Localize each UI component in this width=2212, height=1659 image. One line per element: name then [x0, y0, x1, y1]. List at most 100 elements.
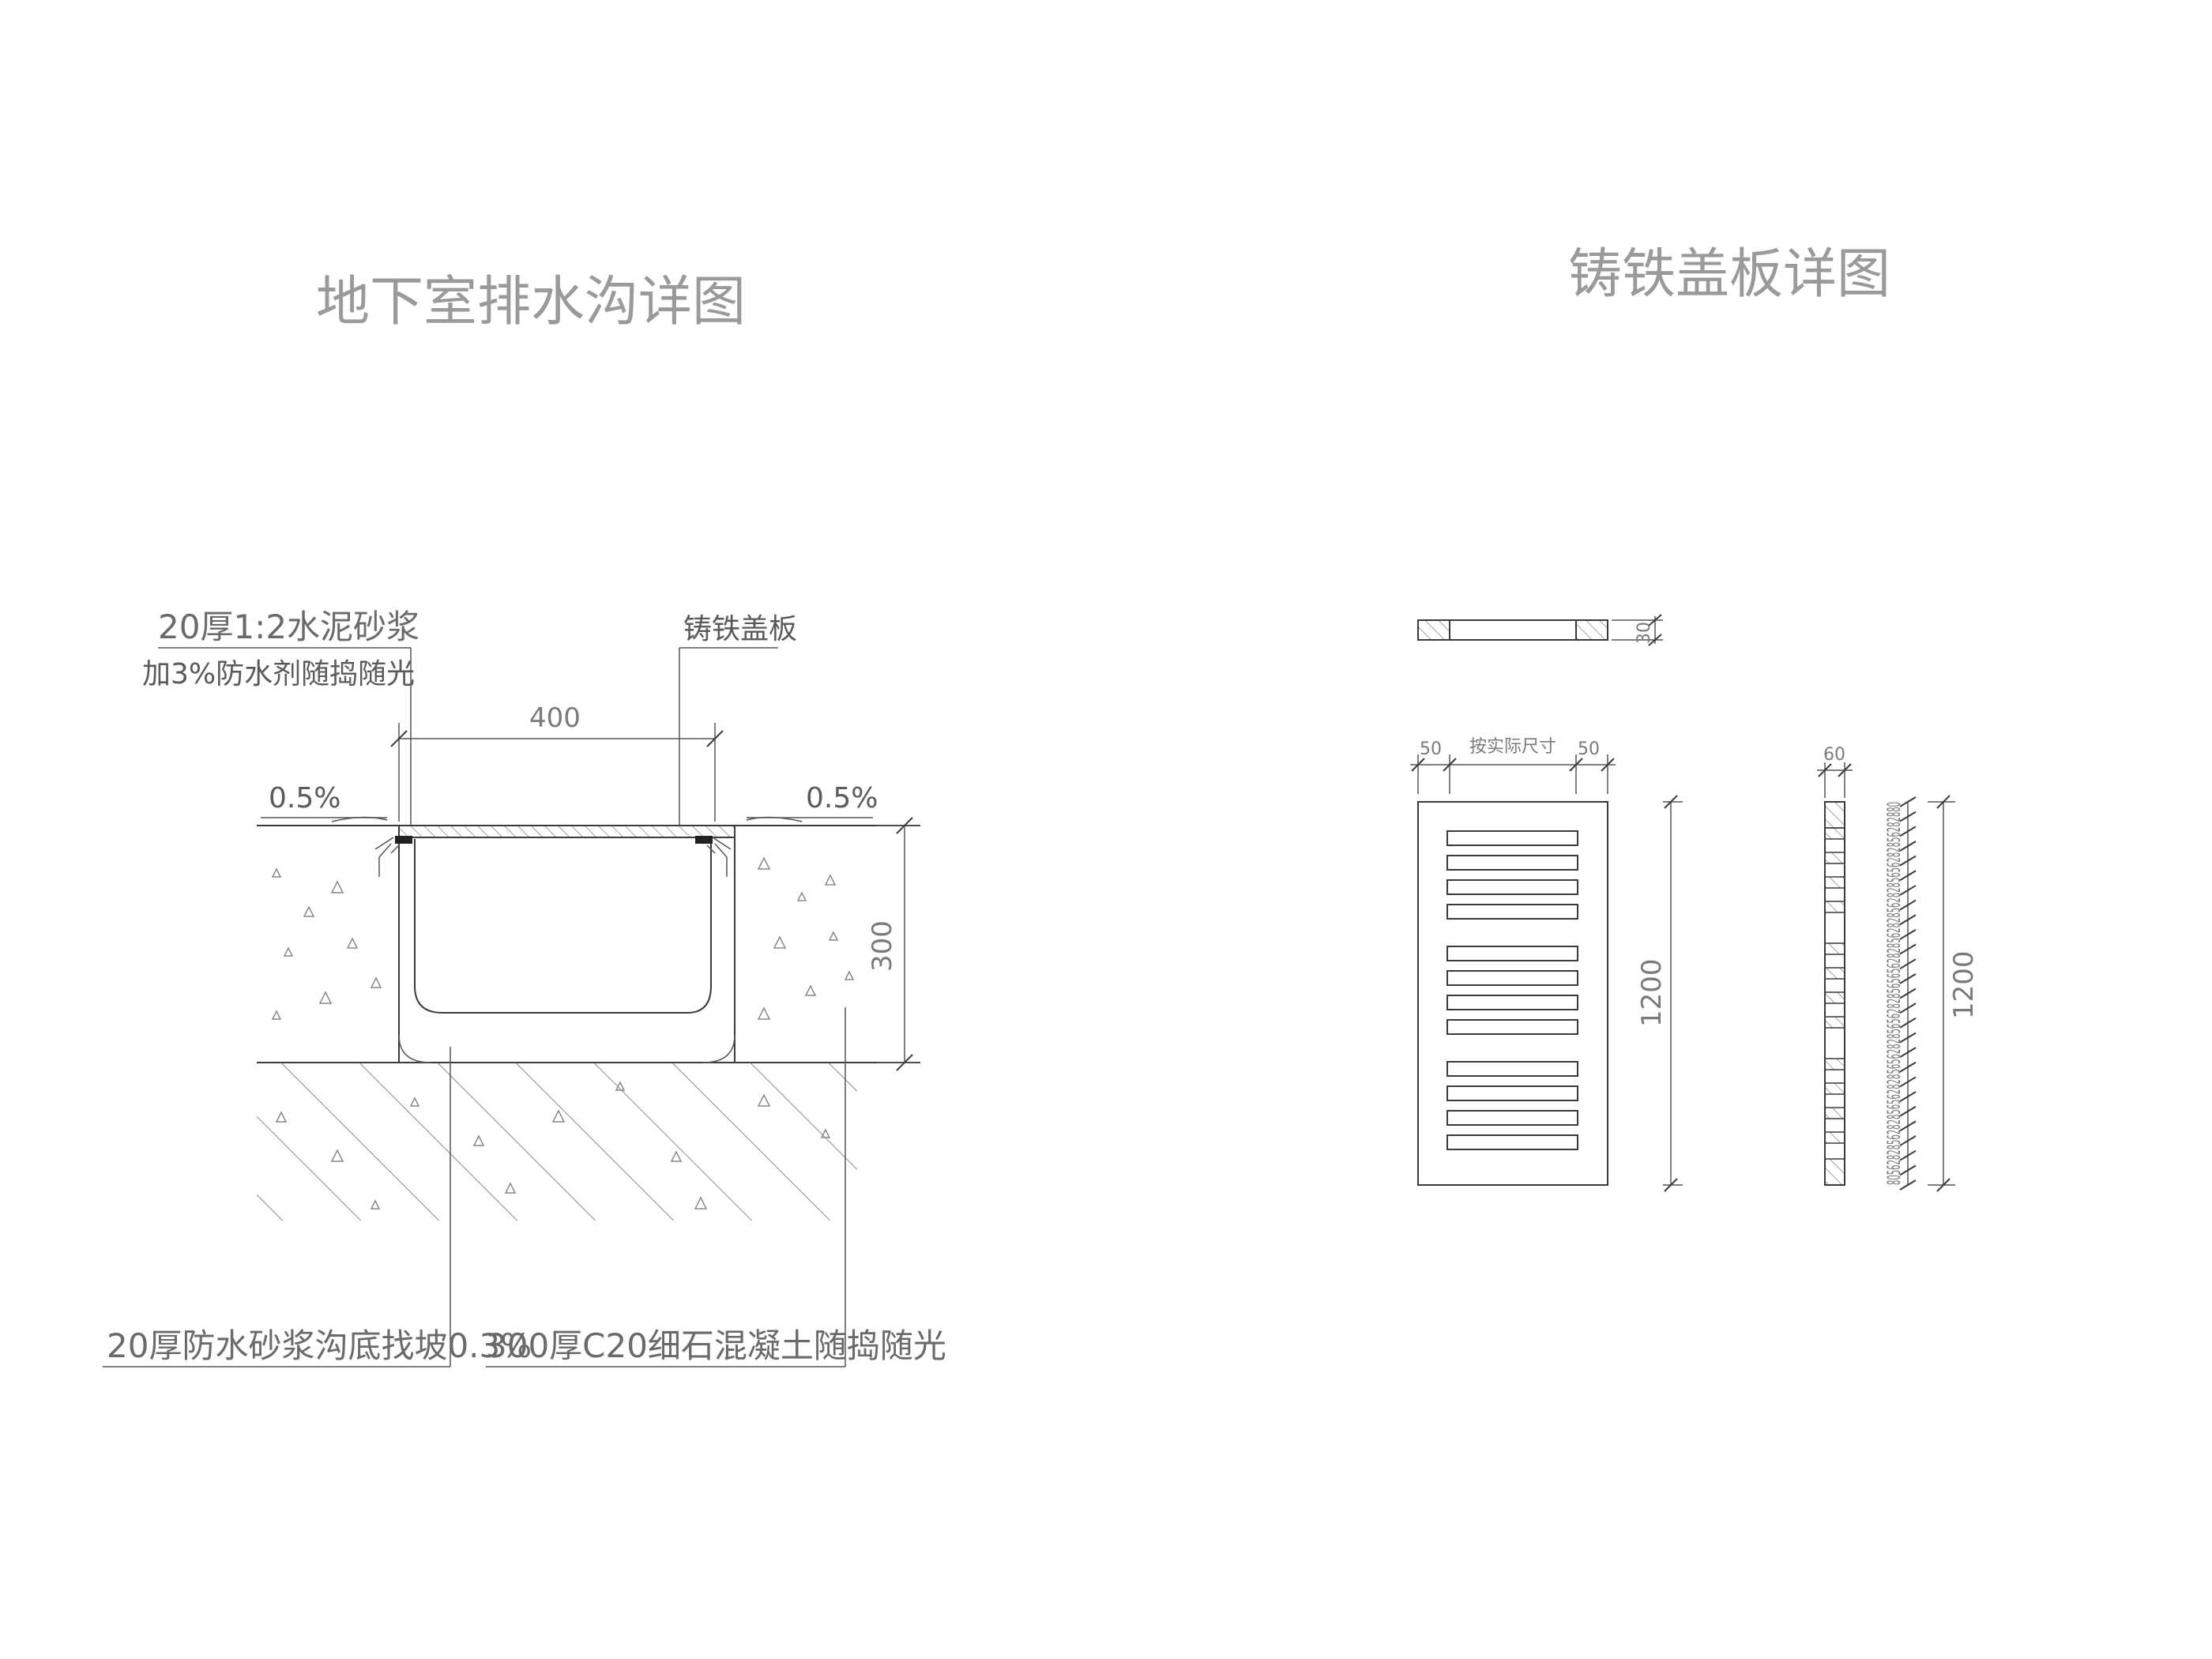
side-section-segments [1824, 801, 1845, 1186]
aggregate-mark [271, 867, 282, 878]
side-tick [1899, 1164, 1917, 1176]
side-segment [1824, 1016, 1845, 1029]
cover-length-dimension: 1200 [1636, 958, 1668, 1027]
cover-plate-outline [1417, 801, 1608, 1186]
side-segment [1824, 967, 1845, 980]
cover-slot [1446, 1019, 1578, 1035]
side-tick [1899, 1105, 1917, 1117]
trench-section: 0.5% 0.5% 400 300 20厚1:2水泥砂浆 加3%防水剂随捣随光 … [103, 608, 946, 1367]
side-segment [1824, 827, 1845, 840]
aggregate-mark [303, 905, 315, 917]
side-tick [1899, 826, 1917, 837]
side-segment [1824, 1107, 1845, 1119]
cover-plate-plan: 50 按实际尺寸 50 1200 [1410, 737, 1683, 1192]
side-dimension-sequence: 8056282856282856562828565628285656282856… [1885, 802, 1905, 1185]
aggregate-mark [694, 1196, 708, 1209]
side-segment [1824, 1158, 1845, 1186]
side-segment [1824, 801, 1845, 829]
slope-left-label: 0.5% [269, 782, 340, 814]
cover-thickness-dimension: 30 [1635, 622, 1654, 644]
side-tick [1899, 1091, 1917, 1102]
cover-slot [1446, 904, 1578, 920]
side-tick [1899, 972, 1917, 984]
aggregate-mark [757, 1093, 771, 1107]
aggregate-mark [283, 946, 294, 957]
side-tick [1899, 1076, 1917, 1088]
side-tick [1899, 855, 1917, 867]
side-tick [1899, 1017, 1917, 1029]
cover-slot [1446, 1061, 1578, 1077]
trench-detail-title: 地下室排水沟详图 [316, 271, 746, 333]
side-tick [1899, 1120, 1917, 1132]
side-tick [1899, 988, 1917, 999]
side-tick [1899, 943, 1917, 955]
cover-side-right-dimension: 50 [1578, 739, 1600, 759]
aggregate-mark [271, 1010, 282, 1020]
aggregate-mark [824, 874, 837, 886]
side-tick [1899, 929, 1917, 940]
cover-slot [1446, 855, 1578, 871]
side-width-dimension: 60 [1823, 745, 1845, 765]
aggregate-mark [820, 1128, 831, 1138]
aggregate-mark [757, 1006, 771, 1020]
trench-width-dimension: 400 [529, 702, 581, 734]
side-segment [1824, 901, 1845, 913]
side-tick [1899, 1179, 1917, 1191]
cover-middle-dimension: 按实际尺寸 [1469, 737, 1556, 757]
cover-side-left-dimension: 50 [1420, 739, 1442, 759]
side-tick [1899, 841, 1917, 852]
aggregate-mark [370, 1199, 381, 1209]
side-tick [1899, 811, 1917, 822]
side-tick [1899, 796, 1917, 807]
aggregate-mark [828, 931, 839, 941]
cover-slot [1446, 970, 1578, 986]
trench-depth-dimension: 300 [867, 920, 898, 972]
side-dimension-ticks [1899, 796, 1917, 1191]
side-tick [1899, 1149, 1917, 1161]
side-tick [1899, 885, 1917, 896]
cover-slot [1446, 995, 1578, 1010]
side-segment [1824, 991, 1845, 1004]
aggregate-mark [804, 984, 817, 996]
aggregate-mark [844, 970, 855, 980]
cast-iron-cover-plate [398, 825, 735, 838]
cover-slot [1446, 1085, 1578, 1101]
mortar-label-line2: 加3%防水剂随捣随光 [142, 658, 415, 690]
aggregate-mark [504, 1182, 517, 1194]
cover-slot [1446, 830, 1578, 846]
cover-slot [1446, 946, 1578, 961]
aggregate-mark [318, 991, 333, 1004]
side-segment [1824, 1131, 1845, 1144]
aggregate-mark [670, 1150, 683, 1162]
aggregate-mark [370, 976, 382, 988]
side-segment [1824, 942, 1845, 955]
aggregate-mark [346, 937, 359, 949]
side-segment [1824, 852, 1845, 864]
right-anchor-icon [695, 836, 732, 877]
cover-slot [1446, 1134, 1578, 1150]
concrete-aggregate [271, 856, 855, 1209]
aggregate-mark [472, 1134, 485, 1146]
slope-right-label: 0.5% [806, 782, 878, 814]
left-anchor-icon [374, 836, 412, 877]
aggregate-mark [275, 1111, 288, 1123]
aggregate-mark [757, 856, 771, 870]
side-segment [1824, 876, 1845, 889]
side-segment [1824, 1082, 1845, 1095]
cover-label: 铸铁盖板 [683, 613, 797, 645]
aggregate-mark [551, 1109, 566, 1123]
aggregate-mark [330, 880, 344, 893]
concrete-label: 300厚C20细石混凝土随捣随光 [486, 1326, 946, 1365]
aggregate-mark [796, 891, 807, 901]
side-tick [1899, 1003, 1917, 1014]
side-tick [1899, 1061, 1917, 1073]
aggregate-mark [773, 935, 787, 949]
side-tick [1899, 914, 1917, 926]
aggregate-mark [409, 1097, 420, 1107]
aggregate-mark [615, 1081, 626, 1091]
cover-detail-title: 铸铁盖板详图 [1568, 243, 1890, 306]
side-segment [1824, 1058, 1845, 1070]
channel-inner [414, 839, 712, 1014]
soil-hatch [257, 1063, 857, 1221]
